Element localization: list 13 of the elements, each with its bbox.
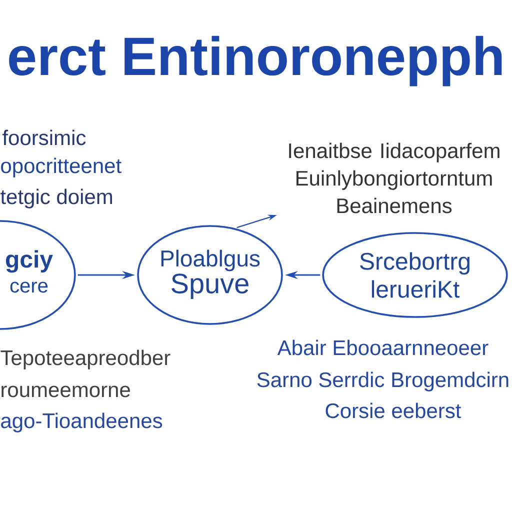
ellipse-node: Ploablgus Spuve <box>137 225 283 325</box>
annotation-text: Ienaitbse Iidacoparfem Euinlybongiortorntum Beainemens <box>289 142 500 214</box>
title: erct Entinoronepph <box>9 36 502 86</box>
text-label: foorsimic <box>2 130 86 146</box>
text-label: Abair Ebooaarnneoeer <box>277 340 488 356</box>
ellipse-node: Srcebortrg lerueriKt <box>322 232 508 318</box>
text-label: Tepoteeapreodber <box>0 350 170 370</box>
text-label: roumeemorne <box>2 386 130 398</box>
text-label: tetgic doiem <box>0 188 112 208</box>
text-label: Sarno Serrdic Brogemdcirn <box>257 372 508 392</box>
text-label: Corsie eeberst <box>326 402 462 418</box>
text-label: ago-Tioandeenes <box>1 412 162 432</box>
text-label: opocritteenet <box>1 158 122 178</box>
